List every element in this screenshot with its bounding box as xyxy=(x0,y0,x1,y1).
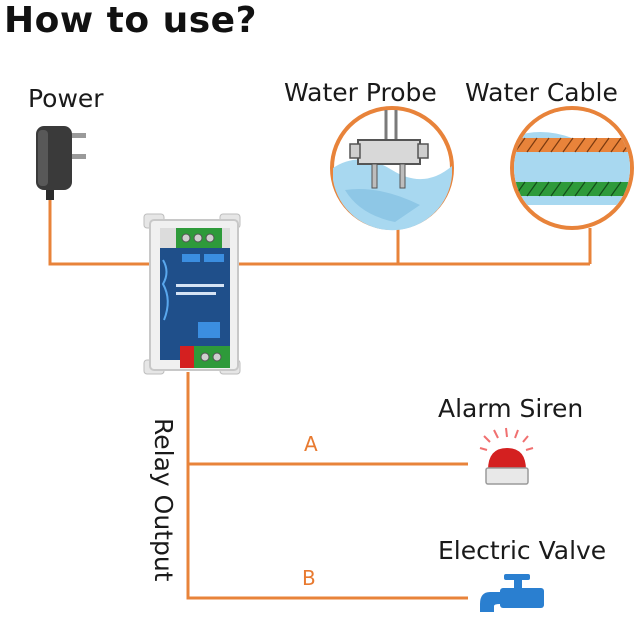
wires xyxy=(48,198,592,600)
alarm-siren-icon xyxy=(479,427,534,485)
controller-module-icon xyxy=(143,213,241,375)
power-adapter-icon xyxy=(36,126,86,200)
electric-valve-icon xyxy=(480,574,544,612)
alarm-siren-label: Alarm Siren xyxy=(438,394,584,423)
power-label: Power xyxy=(28,84,104,113)
relay-output-wire xyxy=(186,372,468,600)
water-probe-label: Water Probe xyxy=(284,78,437,107)
water-cable-label: Water Cable xyxy=(465,78,618,107)
electric-valve-label: Electric Valve xyxy=(438,536,607,565)
power-wire xyxy=(48,198,150,266)
page-title: How to use? xyxy=(4,0,257,41)
branch-a-label: A xyxy=(304,432,318,456)
water-cable-icon xyxy=(510,106,634,230)
water-probe-icon xyxy=(330,106,454,231)
branch-b-label: B xyxy=(302,566,316,590)
